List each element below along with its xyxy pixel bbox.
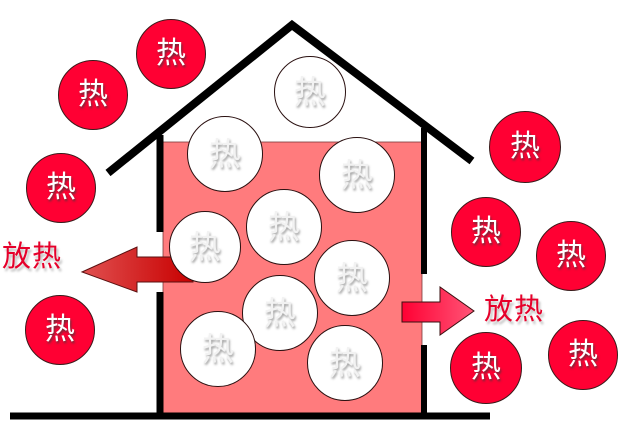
- heat-char: 热: [188, 228, 221, 266]
- heat-char: 热: [267, 208, 300, 246]
- inside-heat-particle: 热: [180, 311, 256, 387]
- right-release-label: 放热: [484, 292, 545, 326]
- heat-char: 热: [293, 73, 326, 111]
- inside-heat-particle: 热: [314, 240, 390, 316]
- heat-char: 热: [263, 294, 296, 332]
- heat-char: 热: [201, 330, 234, 368]
- heat-char: 热: [335, 259, 368, 297]
- outside-heat-particle: 热: [136, 19, 206, 89]
- outside-heat-particle: 热: [489, 111, 561, 183]
- heat-char: 热: [340, 156, 373, 194]
- outside-heat-particle: 热: [536, 221, 606, 291]
- heat-char: 热: [78, 77, 108, 112]
- inside-heat-particle: 热: [187, 116, 263, 192]
- heat-char: 热: [556, 238, 586, 273]
- heat-char: 热: [156, 36, 186, 71]
- outside-heat-particle: 热: [451, 197, 521, 267]
- outside-heat-particle: 热: [548, 320, 618, 390]
- inside-heat-particle: 热: [274, 56, 346, 128]
- outside-heat-particle: 热: [26, 153, 96, 223]
- inside-heat-particle: 热: [307, 325, 383, 401]
- outside-heat-particle: 热: [25, 295, 95, 365]
- heat-char: 热: [510, 129, 540, 164]
- heat-char: 热: [46, 170, 76, 205]
- heat-char: 热: [471, 350, 501, 385]
- inside-heat-particle: 热: [169, 211, 241, 283]
- roof: [105, 19, 475, 177]
- inside-heat-particle: 热: [319, 137, 395, 213]
- left-heat-arrow: [80, 246, 194, 293]
- inside-heat-particle: 热: [246, 189, 322, 265]
- heat-char: 热: [328, 344, 361, 382]
- heat-char: 热: [568, 337, 598, 372]
- heat-char: 热: [45, 312, 75, 347]
- outside-heat-particle: 热: [450, 332, 522, 404]
- right-heat-arrow: [401, 286, 475, 336]
- left-release-label: 放热: [2, 239, 63, 273]
- heat-char: 热: [471, 214, 501, 249]
- outside-heat-particle: 热: [58, 60, 128, 130]
- heat-char: 热: [208, 135, 241, 173]
